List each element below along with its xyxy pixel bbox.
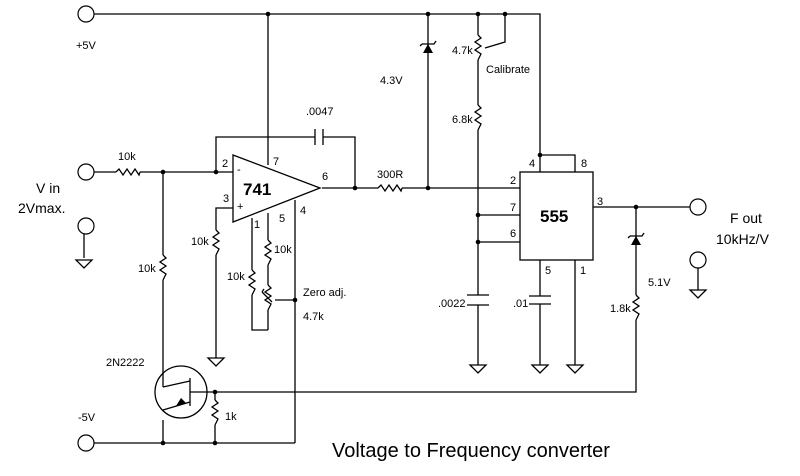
timer-pin-3: 3 bbox=[597, 196, 603, 208]
r-noninv-label: 10k bbox=[191, 236, 209, 248]
zener-top-label: 4.3V bbox=[380, 75, 403, 87]
zener-diode-icon bbox=[423, 44, 433, 53]
opamp-inv-sign: - bbox=[237, 164, 241, 176]
c-integrator-label: .0047 bbox=[306, 106, 334, 118]
opamp-pin-1: 1 bbox=[254, 219, 260, 231]
capacitor-icon bbox=[314, 129, 324, 145]
timer-pin-1: 1 bbox=[580, 265, 586, 277]
r-timing-label: 6.8k bbox=[452, 114, 473, 126]
neg-supply-terminal bbox=[77, 434, 95, 452]
junction-dots bbox=[160, 11, 639, 446]
labels: +5V V in 2Vmax. -5V F out 10kHz/V 10k 10… bbox=[18, 40, 770, 462]
opamp-pin-4: 4 bbox=[300, 205, 306, 217]
vin-ground-terminal bbox=[77, 217, 95, 235]
vin-terminal bbox=[77, 163, 95, 181]
capacitor-icon bbox=[467, 294, 489, 306]
opamp-pin-5: 5 bbox=[279, 213, 285, 225]
potentiometer-icon bbox=[473, 34, 483, 61]
zener-out-label: 5.1V bbox=[648, 277, 671, 289]
resistor-icon bbox=[473, 104, 483, 131]
ground-icon bbox=[74, 259, 94, 269]
resistor-icon bbox=[211, 229, 221, 256]
opamp-pin-3: 3 bbox=[223, 193, 229, 205]
timer-555 bbox=[519, 171, 594, 261]
neg-supply-label: -5V bbox=[78, 412, 96, 424]
diagram-title: Voltage to Frequency converter bbox=[332, 440, 610, 462]
ground-icon bbox=[468, 364, 488, 374]
r-zener-out-label: 1.8k bbox=[610, 303, 631, 315]
vin-note: 2Vmax. bbox=[18, 200, 65, 216]
c-timing-label: .0022 bbox=[438, 298, 466, 310]
ground-icon bbox=[530, 364, 550, 374]
opamp-741 bbox=[232, 154, 322, 223]
timer-pin-8: 8 bbox=[581, 158, 587, 170]
timer-pin-4: 4 bbox=[529, 158, 535, 170]
resistor-icon bbox=[377, 183, 403, 193]
fout-note: 10kHz/V bbox=[716, 231, 770, 247]
pot-cal-label: Calibrate bbox=[486, 64, 530, 76]
timer-pin-2: 2 bbox=[510, 175, 516, 187]
r-series-label: 300R bbox=[377, 169, 403, 181]
pot-cal-value: 4.7k bbox=[452, 45, 473, 57]
fout-terminal bbox=[689, 198, 707, 216]
r-base-label: 1k bbox=[225, 411, 237, 423]
resistors bbox=[115, 34, 641, 426]
r-offset5-label: 10k bbox=[274, 244, 292, 256]
r-input-shunt-label: 10k bbox=[138, 263, 156, 275]
opamp-pin-7: 7 bbox=[273, 156, 279, 168]
wires bbox=[83, 13, 699, 444]
opamp-pin-2: 2 bbox=[222, 158, 228, 170]
pot-zero-value: 4.7k bbox=[303, 311, 324, 323]
ground-icon bbox=[206, 357, 226, 367]
timer-pin-5: 5 bbox=[545, 265, 551, 277]
transistor-label: 2N2222 bbox=[106, 357, 145, 369]
transistor-2n2222 bbox=[154, 365, 210, 419]
zener-diodes bbox=[419, 40, 645, 245]
opamp-pin-6: 6 bbox=[322, 171, 328, 183]
zener-diode-icon bbox=[631, 236, 641, 245]
r-input-label: 10k bbox=[118, 151, 136, 163]
vin-label: V in bbox=[36, 180, 60, 196]
resistor-icon bbox=[631, 294, 641, 321]
capacitor-icon bbox=[529, 295, 551, 305]
pos-supply-label: +5V bbox=[76, 40, 97, 52]
opamp-label: 741 bbox=[243, 180, 271, 199]
ground-icons bbox=[74, 259, 708, 374]
timer-label: 555 bbox=[540, 207, 568, 226]
ground-icon bbox=[688, 289, 708, 299]
opamp-noninv-sign: + bbox=[237, 201, 243, 213]
timer-pin-6: 6 bbox=[510, 228, 516, 240]
resistor-icon bbox=[247, 269, 257, 296]
ground-icon bbox=[565, 364, 585, 374]
capacitors bbox=[314, 129, 551, 306]
pot-zero-label: Zero adj. bbox=[303, 287, 346, 299]
resistor-icon bbox=[115, 167, 141, 177]
pos-supply-terminal bbox=[77, 5, 95, 23]
resistor-icon bbox=[158, 254, 168, 281]
r-offset1-label: 10k bbox=[227, 271, 245, 283]
potentiometer-icon bbox=[263, 284, 273, 311]
timer-pin-7: 7 bbox=[510, 202, 516, 214]
resistor-icon bbox=[263, 239, 273, 266]
c-ctrl-label: .01 bbox=[513, 298, 528, 310]
fout-label: F out bbox=[730, 210, 762, 226]
fout-ground-terminal bbox=[689, 251, 707, 269]
resistor-icon bbox=[210, 399, 220, 426]
